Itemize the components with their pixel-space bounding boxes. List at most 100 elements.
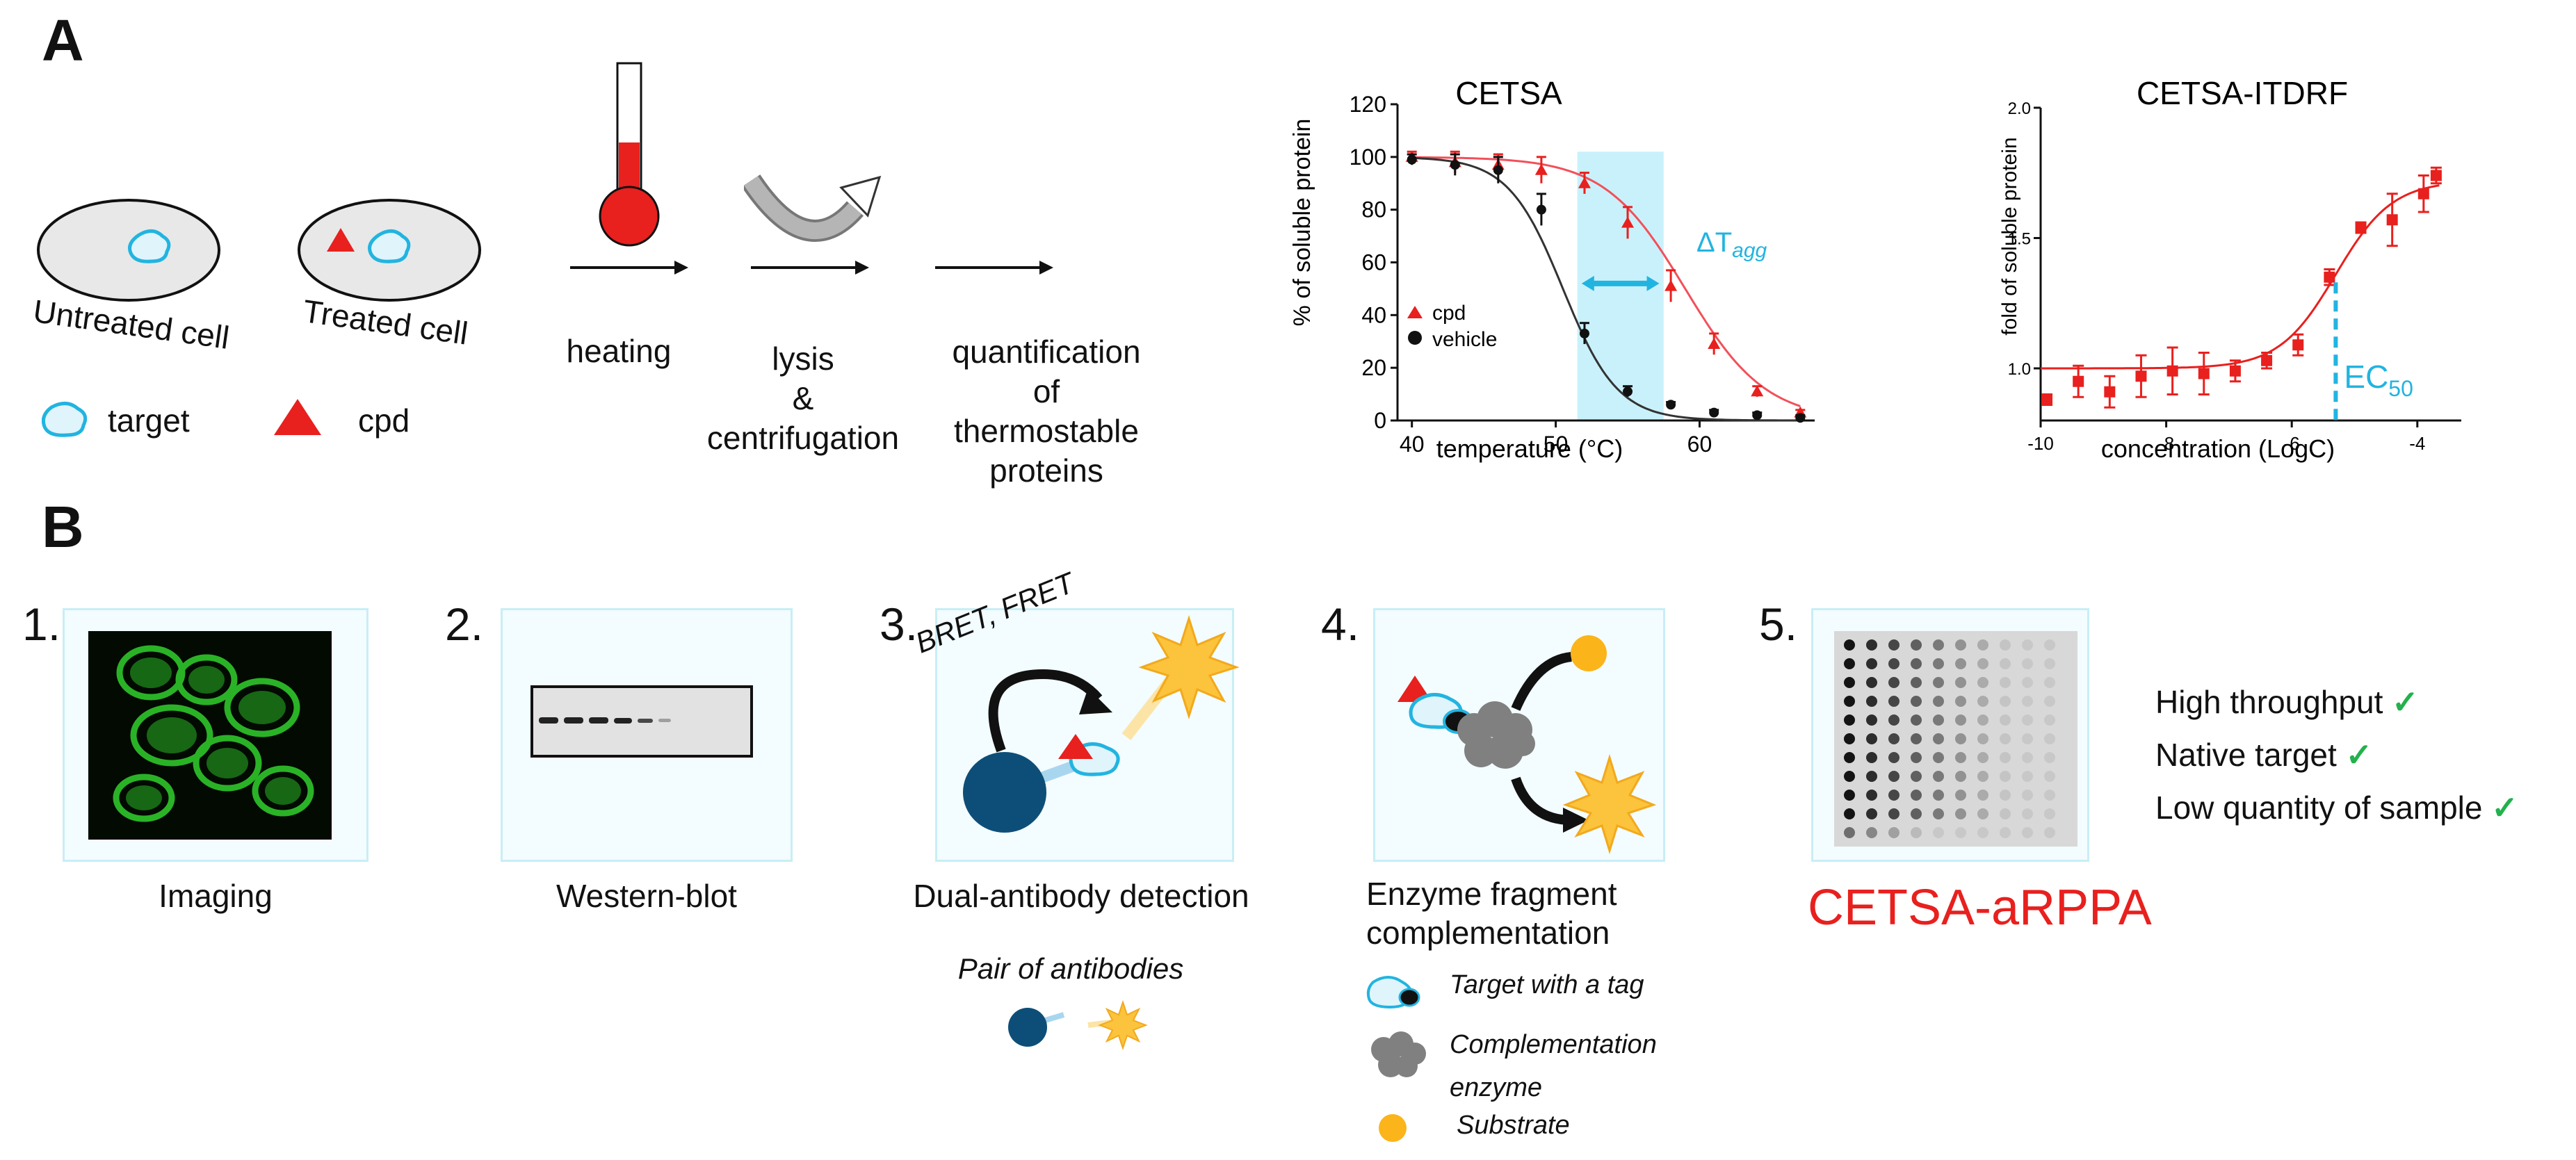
acceptor-star-icon [1138, 615, 1240, 719]
data-point [2229, 365, 2241, 377]
array-dot [1844, 714, 1855, 726]
efc-legend-enzyme-line: enzyme [1450, 1073, 1543, 1102]
array-dot [1844, 696, 1855, 707]
efc-label-line: complementation [1366, 915, 1610, 951]
array-dot [2000, 808, 2011, 819]
y-tick-label: 60 [1361, 250, 1386, 275]
vehicle-data-point [1795, 413, 1806, 423]
data-point [2324, 271, 2335, 283]
array-dot [1888, 827, 1899, 838]
array-dot [1977, 696, 1988, 707]
y-tick-label: 2.0 [2008, 99, 2031, 118]
array-dot [2000, 733, 2011, 744]
product-star-icon [1562, 753, 1657, 855]
array-dot [1933, 658, 1944, 669]
data-point [2135, 370, 2147, 382]
array-dot [2044, 790, 2055, 801]
y-tick-label: 80 [1361, 197, 1386, 222]
vehicle-data-point [1579, 328, 1589, 338]
data-point [2355, 222, 2367, 234]
step-lysis-line: & [792, 380, 814, 416]
array-dot [2000, 696, 2011, 707]
step-quant-line: proteins [989, 452, 1103, 489]
arppa-box [1811, 608, 2089, 862]
method-number: 1. [22, 598, 61, 650]
step-lysis-label: lysis & centrifugation [685, 339, 921, 458]
western-blot-label: Western-blot [556, 878, 737, 914]
array-dot [2022, 752, 2033, 763]
array-dot [1888, 677, 1899, 688]
array-dot [2022, 714, 2033, 726]
array-dot [1844, 808, 1855, 819]
array-dot [1955, 658, 1966, 669]
arrow-head [1581, 275, 1594, 291]
step-quant-label: quantification of thermostable proteins [918, 332, 1175, 491]
array-dot [1911, 752, 1922, 763]
array-dot [2022, 808, 2033, 819]
efc-legend-enzyme-label: Complementation enzyme [1450, 1023, 1657, 1109]
array-dot [1977, 771, 1988, 782]
array-dot [1866, 677, 1877, 688]
array-dot [2044, 752, 2055, 763]
array-dot [1866, 658, 1877, 669]
cpd-data-point [1708, 338, 1721, 350]
array-dot [1911, 658, 1922, 669]
array-dot [1955, 696, 1966, 707]
advantage-text: Native target [2155, 737, 2337, 773]
efc-illustration [1398, 635, 1657, 855]
cpd-data-point [1621, 216, 1635, 228]
legend-cpd-label: cpd [1432, 302, 1466, 325]
array-dot [2000, 771, 2011, 782]
advantage-text: Low quantity of sample [2155, 790, 2483, 826]
y-axis-label: % of soluble protein [1289, 119, 1315, 327]
step-lysis-line: lysis [772, 341, 834, 377]
array-dot [1911, 790, 1922, 801]
method-number: 3. [880, 598, 918, 650]
panel-a-letter: A [42, 8, 84, 73]
y-tick-label: 100 [1350, 145, 1386, 170]
step-quant-line: quantification [952, 334, 1141, 370]
array-dot [2044, 677, 2055, 688]
data-point [2261, 354, 2273, 366]
cpd-triangle-icon [327, 228, 355, 252]
ec50-label: EC50 [2344, 359, 2413, 401]
array-dot [1977, 639, 1988, 651]
arrow-head [1646, 275, 1660, 291]
advantages-list: High throughput ✓ Native target ✓ Low qu… [2155, 676, 2518, 834]
array-dot [1977, 790, 1988, 801]
legend-cpd-marker [1407, 306, 1423, 318]
vehicle-data-point [1536, 204, 1546, 215]
vehicle-data-point [1752, 410, 1763, 420]
advantage-item: Low quantity of sample ✓ [2155, 781, 2518, 834]
array-dot [1933, 733, 1944, 744]
cpd-legend-label: cpd [358, 402, 410, 439]
check-icon: ✓ [2491, 790, 2518, 826]
array-dot [1933, 714, 1944, 726]
blot-image [530, 685, 753, 758]
array-dot [1977, 808, 1988, 819]
target-legend-label: target [108, 402, 190, 439]
vehicle-curve [1411, 156, 1801, 422]
array-dot [2000, 752, 2011, 763]
cpd-legend-icon [274, 399, 321, 435]
array-dot [1844, 771, 1855, 782]
data-point [2166, 365, 2178, 377]
legend-vehicle-marker [1408, 331, 1422, 345]
method-number: 5. [1759, 598, 1798, 650]
x-tick-label: -8 [2158, 433, 2174, 454]
donor-antibody [963, 752, 1046, 833]
step-heating-label: heating [566, 333, 672, 369]
array-dot [1955, 827, 1966, 838]
data-point [2417, 188, 2429, 199]
array-dot [1977, 752, 1988, 763]
pair-antibodies-label: Pair of antibodies [957, 952, 1184, 985]
array-dot [1911, 714, 1922, 726]
step-quant-line: thermostable [954, 413, 1139, 449]
dose-response-curve [2041, 184, 2440, 370]
target-icon [368, 229, 411, 263]
legend-vehicle-label: vehicle [1432, 328, 1497, 351]
array-dot [2000, 639, 2011, 651]
y-tick-label: 20 [1361, 355, 1386, 380]
array-dot [2000, 714, 2011, 726]
array-dot [1933, 639, 1944, 651]
